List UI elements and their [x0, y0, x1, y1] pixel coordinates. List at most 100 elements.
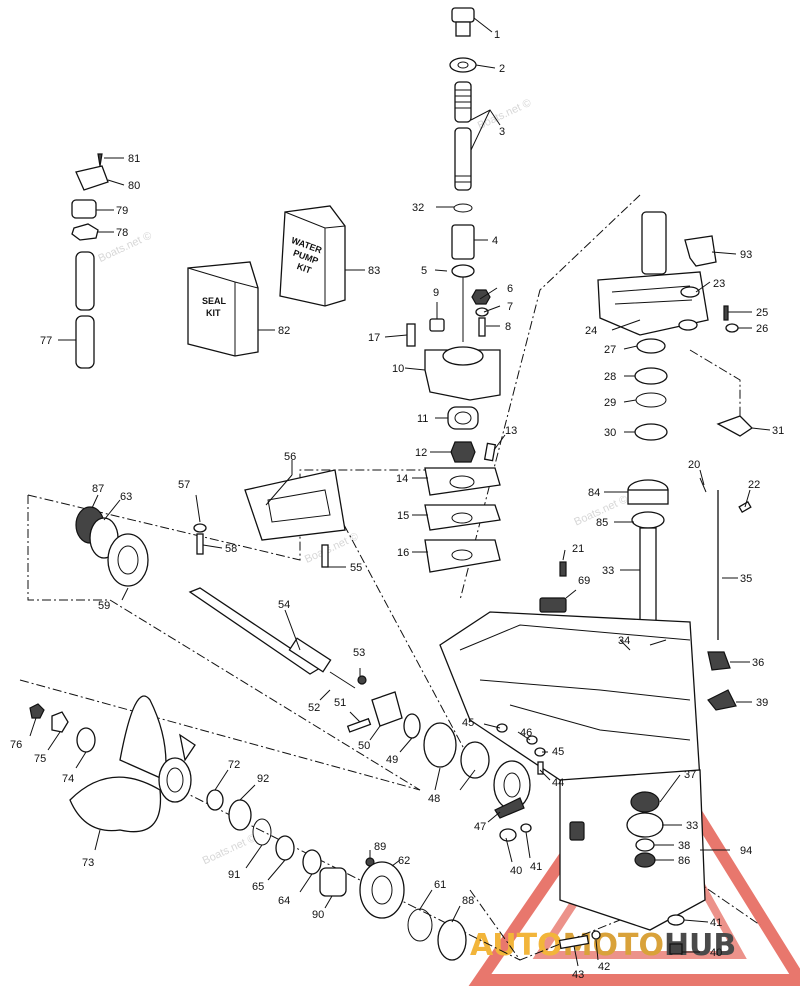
callout-37: 37 — [684, 769, 696, 781]
callout-49: 49 — [386, 754, 398, 766]
callout-35: 35 — [740, 573, 752, 585]
callout-86: 86 — [678, 855, 690, 867]
callout-85: 85 — [596, 517, 608, 529]
callout-47: 47 — [474, 821, 486, 833]
callout-62: 62 — [398, 855, 410, 867]
callout-64: 64 — [278, 895, 290, 907]
callout-14: 14 — [396, 473, 408, 485]
callout-15: 15 — [397, 510, 409, 522]
callout-82: 82 — [278, 325, 290, 337]
callout-labels: 1 2 3 32 4 5 6 7 8 9 17 10 11 12 13 14 1… — [10, 29, 784, 981]
seal-kit-label-1: SEAL — [202, 296, 227, 306]
callout-77: 77 — [40, 335, 52, 347]
callout-20: 20 — [688, 459, 700, 471]
callout-75: 75 — [34, 753, 46, 765]
callout-57: 57 — [178, 479, 190, 491]
callout-87: 87 — [92, 483, 104, 495]
callout-33: 33 — [602, 565, 614, 577]
callout-13: 13 — [505, 425, 517, 437]
callout-45b: 45 — [552, 746, 564, 758]
callout-73: 73 — [82, 857, 94, 869]
callout-27: 27 — [604, 344, 616, 356]
callout-43: 43 — [572, 969, 584, 981]
callout-44: 44 — [552, 777, 564, 789]
callout-6: 6 — [507, 283, 513, 295]
callout-53: 53 — [353, 647, 365, 659]
callout-10: 10 — [392, 363, 404, 375]
callout-88: 88 — [462, 895, 474, 907]
callout-63: 63 — [120, 491, 132, 503]
leader-lines — [29, 17, 771, 967]
callout-42: 42 — [598, 961, 610, 973]
propeller-parts — [29, 695, 685, 961]
callout-26: 26 — [756, 323, 768, 335]
brand-auto: AUTO — [470, 928, 563, 963]
callout-38: 38 — [678, 840, 690, 852]
callout-12: 12 — [415, 447, 427, 459]
callout-45: 45 — [462, 717, 474, 729]
callout-36: 36 — [752, 657, 764, 669]
callout-40b: 40 — [710, 947, 722, 959]
callout-74: 74 — [62, 773, 74, 785]
callout-79: 79 — [116, 205, 128, 217]
seal-kit-label-2: KIT — [206, 308, 221, 318]
callout-78: 78 — [116, 227, 128, 239]
callout-65: 65 — [252, 881, 264, 893]
water-pump-kit-box: WATER PUMP KIT — [279, 205, 346, 307]
callout-30: 30 — [604, 427, 616, 439]
callout-31: 31 — [772, 425, 784, 437]
upper-right-parts — [597, 211, 754, 441]
callout-25: 25 — [756, 307, 768, 319]
callout-54: 54 — [278, 599, 290, 611]
callout-7: 7 — [507, 301, 513, 313]
callout-48: 48 — [428, 793, 440, 805]
callout-59: 59 — [98, 600, 110, 612]
seal-kit-box: SEAL KIT — [187, 261, 259, 357]
callout-94: 94 — [740, 845, 752, 857]
callout-3: 3 — [499, 126, 505, 138]
callout-76: 76 — [10, 739, 22, 751]
callout-84: 84 — [588, 487, 600, 499]
callout-16: 16 — [397, 547, 409, 559]
callout-92: 92 — [257, 773, 269, 785]
callout-56: 56 — [284, 451, 296, 463]
callout-8: 8 — [505, 321, 511, 333]
callout-41: 41 — [530, 861, 542, 873]
callout-11: 11 — [417, 413, 428, 425]
gearcase-housing — [439, 611, 706, 931]
callout-22: 22 — [748, 479, 760, 491]
callout-80: 80 — [128, 180, 140, 192]
callout-61: 61 — [434, 879, 446, 891]
callout-89: 89 — [374, 841, 386, 853]
left-column-parts — [71, 153, 109, 369]
water-kit-label-3: KIT — [296, 261, 314, 276]
callout-51: 51 — [334, 697, 346, 709]
callout-1: 1 — [494, 29, 500, 41]
forward-gear-parts — [75, 469, 346, 587]
callout-32: 32 — [412, 202, 424, 214]
callout-34: 34 — [618, 635, 630, 647]
prop-shaft-parts — [188, 587, 546, 842]
callout-40: 40 — [510, 865, 522, 877]
callout-46: 46 — [520, 727, 532, 739]
callout-55: 55 — [350, 562, 362, 574]
callout-17: 17 — [368, 332, 380, 344]
callout-81: 81 — [128, 153, 140, 165]
driveshaft-column — [406, 7, 501, 573]
callout-29: 29 — [604, 397, 616, 409]
callout-83: 83 — [368, 265, 380, 277]
callout-4: 4 — [492, 235, 498, 247]
callout-69: 69 — [578, 575, 590, 587]
callout-5: 5 — [421, 265, 427, 277]
callout-33b: 33 — [686, 820, 698, 832]
callout-72: 72 — [228, 759, 240, 771]
callout-23: 23 — [713, 278, 725, 290]
callout-41b: 41 — [710, 917, 722, 929]
callout-91: 91 — [228, 869, 240, 881]
svg-text:AUTOMOTOHUB: AUTOMOTOHUB — [470, 928, 736, 963]
callout-2: 2 — [499, 63, 505, 75]
callout-52: 52 — [308, 702, 320, 714]
callout-90: 90 — [312, 909, 324, 921]
watermark: Boats.net © — [201, 832, 258, 867]
